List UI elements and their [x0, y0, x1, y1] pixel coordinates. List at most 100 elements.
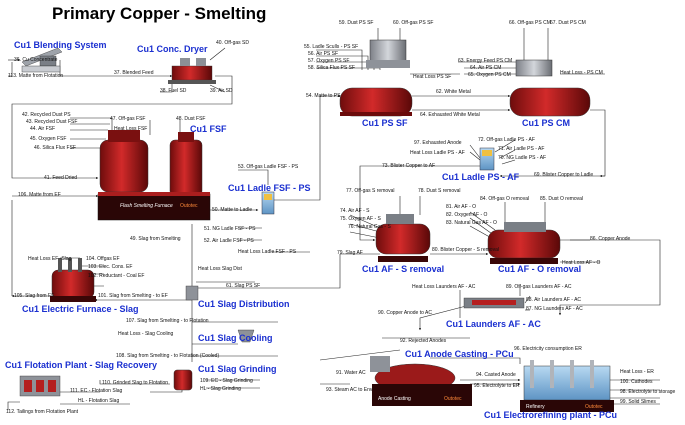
anode-casting-brand: Outotec	[444, 396, 462, 402]
ladle-ps-af	[479, 147, 495, 171]
stream-label: 76. Natural Gas - S	[348, 224, 391, 230]
flash-smelting-furnace	[97, 130, 211, 221]
stream-label: 81. Air AF - O	[446, 204, 477, 210]
stream-label: 93. Steam AC to Env	[326, 387, 373, 393]
unit-launders-label: Cu1 Launders AF - AC	[446, 319, 541, 329]
unit-ladle-fsf-label: Cu1 Ladle FSF - PS	[228, 183, 311, 193]
concentrate-dryer	[168, 58, 216, 84]
stream-label: 48. Dust FSF	[176, 116, 206, 122]
stream-label: Heat Loss EF -Slag	[28, 256, 72, 262]
stream-label: 63. Energy Feed PS CM	[458, 58, 513, 64]
stream-label: HL - Flotation Slag	[78, 398, 120, 404]
unit-ps-cm-label: Cu1 PS CM	[522, 118, 571, 128]
stream-label: 61. Slag PS SF	[226, 283, 261, 289]
stream-label: 109. EC - Slag Grinding	[200, 378, 253, 384]
stream-label: 36. Cu Concentrate	[14, 57, 58, 63]
stream-label: 105. Slag from EF	[14, 293, 55, 299]
stream-label: 73. Blister Copper to AF	[382, 163, 436, 169]
anode-casting-nameplate: Anode Casting	[378, 396, 411, 402]
stream-label: 54. Matte to PS	[306, 93, 341, 99]
stream-label: 80. Blister Copper - S removal	[432, 247, 499, 253]
stream-label: 96. Electricity consumption ER	[514, 346, 582, 352]
electrorefining-cells	[520, 360, 614, 412]
unit-flotation-label: Cu1 Flotation Plant - Slag Recovery	[5, 360, 158, 370]
unit-blending-label: Cu1 Blending System	[14, 40, 107, 50]
slag-grinding-mill	[173, 369, 193, 391]
stream-label: 103. Elec. Cons. EF	[88, 264, 133, 270]
stream-label: Heat Loss Slag Dist	[198, 266, 242, 272]
stream-label: 91. Water AC	[336, 370, 366, 376]
stream-label: 111. EC - Flotation Slag	[70, 388, 123, 394]
stream-label: Heat Loss Ladle PS - AF	[410, 150, 465, 156]
blending-conveyor	[21, 47, 63, 73]
stream-label: Heat Loss AF - O	[562, 260, 601, 266]
stream-label: 99. Solid Slimes	[620, 399, 656, 405]
stream-label: 51. NG Ladle FSF - PS	[204, 226, 256, 232]
stream-label: 55. Ladle Sculls - PS SF	[304, 44, 359, 50]
stream-label: 52. Air Ladle FSF - PS	[204, 238, 254, 244]
af-s-removal-furnace	[375, 214, 431, 262]
stream-label: 39. Air SD	[210, 88, 233, 94]
ps-sf-converter	[339, 39, 413, 117]
fsf-nameplate: Flash Smelting Furnace	[120, 203, 173, 209]
stream-label: 70. NG Ladle PS - AF	[498, 155, 547, 161]
stream-label: 64. Air PS CM	[470, 65, 502, 71]
refinery-nameplate: Refinery	[526, 404, 545, 410]
stream-label: 85. Dust O removal	[540, 196, 584, 202]
stream-label: 62. White Metal	[436, 89, 471, 95]
stream-label: 67. Dust PS CM	[550, 20, 586, 26]
stream-label: 84. Off-gas O removal	[480, 196, 530, 202]
stream-label: 89. Off-gas Launders AF - AC	[506, 284, 572, 290]
refinery-brand: Outotec	[585, 404, 603, 410]
stream-label: Heat Loss Ladle FSF - PS	[238, 249, 297, 255]
unit-ef-label: Cu1 Electric Furnace - Slag	[22, 304, 139, 314]
stream-label: 110. Grinded Slag to Flotation	[102, 380, 169, 386]
stream-label: 43. Recycled Dust FSF	[26, 119, 78, 125]
unit-fsf-label: Cu1 FSF	[190, 124, 227, 134]
unit-electrorefining-label: Cu1 Electrorefining plant - PCu	[484, 410, 618, 420]
stream-label: 53. Off-gas Ladle FSF - PS	[238, 164, 299, 170]
ps-cm-converter	[509, 59, 591, 117]
stream-label: 46. Silica Flux FSF	[34, 145, 76, 151]
stream-label: 77. Off-gas S removal	[346, 188, 395, 194]
stream-label: 56. Air PS SF	[308, 51, 339, 57]
stream-label: 65. Oxygen PS CM	[468, 72, 511, 78]
stream-label: 66. Off-gas PS CM	[509, 20, 551, 26]
stream-label: 113. Matte from Flotation	[8, 73, 64, 79]
stream-label: 37. Blended Feed	[114, 70, 154, 76]
stream-label: 49. Slag from Smelting	[130, 236, 181, 242]
stream-label: Heat Loss - PS CM	[560, 70, 603, 76]
anode-casting-wheel	[370, 356, 472, 406]
stream-label: 98. Electrolyte to storage	[620, 389, 676, 395]
stream-label: 69. Blister Copper to Ladle	[534, 172, 594, 178]
unit-dryer-label: Cu1 Conc. Dryer	[137, 44, 208, 54]
stream-label: Heat Loss PS SF	[413, 74, 452, 80]
stream-label: 90. Copper Anode to AC	[378, 310, 432, 316]
stream-label: 106. Matte from EF	[18, 192, 61, 198]
slag-distribution-box	[185, 285, 199, 301]
unit-ladle-ps-af-label: Cu1 Ladle PS - AF	[442, 172, 520, 182]
stream-label: 95. Electrolyte to ER	[474, 383, 520, 389]
stream-label: 47. Off-gas FSF	[110, 116, 146, 122]
stream-label: 86. Copper Anode	[590, 236, 631, 242]
stream-label: 112. Tailings from Flotation Plant	[6, 409, 79, 415]
af-o-removal-furnace	[487, 222, 561, 264]
unit-slag-grinding-label: Cu1 Slag Grinding	[198, 364, 277, 374]
stream-label: 75. Oxygen AF - S	[340, 216, 381, 222]
stream-label: 101. Slag from Smelting - to EF	[98, 293, 168, 299]
stream-label: Heat Loss FSF	[114, 126, 148, 132]
stream-label: 40. Off-gas SD	[216, 40, 249, 46]
stream-label: 74. Air AF - S	[340, 208, 370, 214]
stream-label: 38. Fuel SD	[160, 88, 187, 94]
stream-label: 104. Offgas EF	[86, 256, 120, 262]
stream-label: HL - Slag Grinding	[200, 386, 241, 392]
stream-label: 88. Air Launders AF - AC	[526, 297, 582, 303]
stream-label: 60. Off-gas PS SF	[393, 20, 434, 26]
stream-label: 102. Reductant - Coal EF	[88, 273, 145, 279]
unit-ps-sf-label: Cu1 PS SF	[362, 118, 408, 128]
slag-cooling-pot	[237, 329, 255, 343]
stream-label: Heat Loss - Slag Cooling	[118, 331, 174, 337]
stream-label: 59. Dust PS SF	[339, 20, 374, 26]
flotation-plant	[19, 375, 61, 397]
